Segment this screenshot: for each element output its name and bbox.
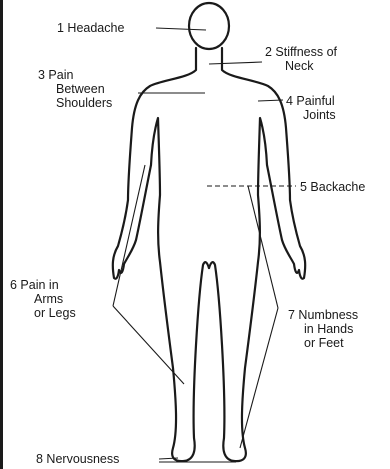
label-stiffness-of-neck: 2 Stiffness of Neck bbox=[265, 45, 337, 73]
label-pain-in-arms-or-legs: 6 Pain in Arms or Legs bbox=[10, 278, 76, 320]
label-headache: 1 Headache bbox=[57, 21, 124, 35]
label-headache-line1: 1 Headache bbox=[57, 21, 124, 35]
leader-numbness-foot bbox=[240, 308, 278, 448]
leader-stiffness bbox=[209, 62, 262, 64]
label-shoulders-line1: 3 Pain bbox=[38, 68, 112, 82]
head-outline bbox=[189, 3, 229, 49]
label-numbness-in-hands-or-feet: 7 Numbness in Hands or Feet bbox=[288, 308, 358, 350]
label-joints-line2: Joints bbox=[286, 108, 336, 122]
label-numbness-line2: in Hands bbox=[288, 322, 358, 336]
leader-headache bbox=[156, 28, 206, 30]
label-arms-legs-line2: Arms bbox=[10, 292, 76, 306]
leader-numbness-hand bbox=[248, 186, 278, 308]
label-pain-between-shoulders: 3 Pain Between Shoulders bbox=[38, 68, 112, 110]
label-numbness-line3: or Feet bbox=[288, 336, 358, 350]
label-shoulders-line2: Between bbox=[38, 82, 112, 96]
label-nervousness-line1: 8 Nervousness bbox=[36, 452, 119, 466]
label-stiffness-line2: Neck bbox=[265, 59, 337, 73]
label-joints-line1: 4 Painful bbox=[286, 94, 336, 108]
label-arms-legs-line3: or Legs bbox=[10, 306, 76, 320]
label-numbness-line1: 7 Numbness bbox=[288, 308, 358, 322]
label-arms-legs-line1: 6 Pain in bbox=[10, 278, 76, 292]
label-stiffness-line1: 2 Stiffness of bbox=[265, 45, 337, 59]
label-painful-joints: 4 Painful Joints bbox=[286, 94, 336, 122]
label-nervousness: 8 Nervousness bbox=[36, 452, 119, 466]
leader-pain-leg bbox=[113, 306, 184, 384]
label-backache: 5 Backache bbox=[300, 180, 365, 194]
body-outline-left bbox=[113, 48, 209, 461]
label-backache-line1: 5 Backache bbox=[300, 180, 365, 194]
label-shoulders-line3: Shoulders bbox=[38, 96, 112, 110]
